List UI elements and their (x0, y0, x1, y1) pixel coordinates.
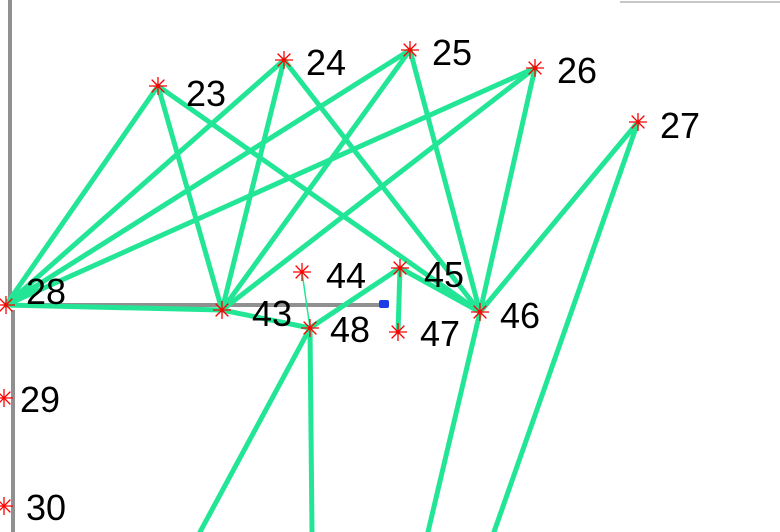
edge-n43-n48 (219, 307, 313, 331)
edge-n26-n43 (219, 65, 538, 313)
edge-n28-n43 (3, 302, 225, 313)
node-label-28: 28 (26, 271, 66, 312)
edge-n44-n48-thin (301, 271, 311, 329)
node-marker-25[interactable] (401, 41, 419, 59)
node-marker-24[interactable] (275, 51, 293, 69)
node-marker-27[interactable] (629, 113, 647, 131)
edge-n45-n47 (395, 265, 403, 335)
node-marker-44[interactable] (293, 263, 311, 281)
edge-n28-n26 (3, 65, 538, 308)
edge-n27-n46 (477, 119, 641, 315)
edge-n25-n46 (407, 47, 483, 315)
node-label-23: 23 (186, 73, 226, 114)
node-label-46: 46 (500, 295, 540, 336)
node-label-43: 43 (252, 293, 292, 334)
node-label-30: 30 (26, 487, 66, 528)
node-marker-29[interactable] (0, 389, 13, 407)
edge-n27-offpage-3 (491, 119, 641, 532)
edge-n23-n46 (155, 83, 483, 315)
node-marker-43[interactable] (213, 301, 231, 319)
node-marker-47[interactable] (389, 323, 407, 341)
node-marker-46[interactable] (471, 303, 489, 321)
edge-n46-offpage-2 (425, 309, 483, 532)
node-label-24: 24 (306, 42, 346, 83)
node-label-48: 48 (330, 309, 370, 350)
edge-n28-n24 (3, 57, 287, 308)
selection-handle[interactable] (379, 300, 389, 308)
node-marker-layer (0, 41, 647, 515)
node-label-27: 27 (660, 105, 700, 146)
node-marker-48[interactable] (301, 319, 319, 337)
node-label-44: 44 (326, 255, 366, 296)
node-label-29: 29 (20, 379, 60, 420)
offpage-edge-layer (197, 119, 641, 532)
edge-n48-offpage-1 (307, 325, 315, 532)
edge-n48-offpage-0 (197, 325, 313, 532)
edge-n45-n46 (397, 265, 483, 315)
node-marker-45[interactable] (391, 259, 409, 277)
node-label-47: 47 (420, 313, 460, 354)
edge-n23-n43 (155, 83, 225, 313)
node-marker-28[interactable] (0, 296, 15, 314)
edge-n24-n46 (281, 57, 483, 315)
node-label-26: 26 (557, 50, 597, 91)
edge-n28-n25 (3, 47, 413, 308)
node-label-layer: 23 24 25 26 27 28 29 30 43 44 45 46 47 48 (20, 32, 700, 528)
node-marker-30[interactable] (0, 497, 13, 515)
node-marker-26[interactable] (526, 59, 544, 77)
node-label-45: 45 (424, 254, 464, 295)
edge-n24-n43 (219, 57, 287, 313)
node-marker-23[interactable] (149, 77, 167, 95)
edge-n25-n43 (219, 47, 413, 313)
edge-n26-n46 (477, 65, 538, 315)
edge-n48-n45 (307, 265, 403, 331)
edge-n28-n23 (3, 83, 161, 308)
edge-layer (3, 47, 641, 335)
node-label-25: 25 (432, 32, 472, 73)
